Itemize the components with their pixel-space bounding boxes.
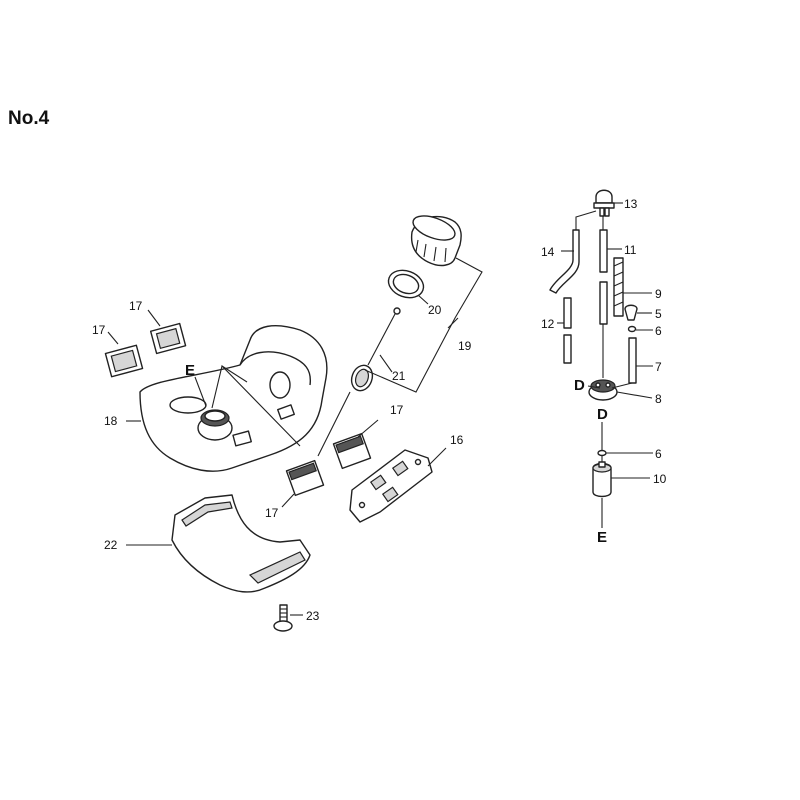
- callout-19: 19: [458, 339, 472, 353]
- cap-gasket: [387, 269, 425, 299]
- callout-17-left: 17: [92, 323, 106, 337]
- connector-letter-d-lower: D: [597, 406, 608, 423]
- leader-lines: [107, 202, 653, 616]
- spiral-guard: [613, 257, 624, 317]
- callout-17-lower: 17: [265, 506, 279, 520]
- fuel-tank: [139, 324, 328, 472]
- callout-16: 16: [450, 433, 464, 447]
- callout-6-upper: 6: [655, 324, 662, 338]
- callout-17-right: 17: [390, 403, 404, 417]
- rubber-pad-right: [332, 432, 372, 470]
- callout-6-lower: 6: [655, 447, 662, 461]
- callout-5: 5: [655, 307, 662, 321]
- check-valve: [624, 304, 638, 321]
- callout-9: 9: [655, 287, 662, 301]
- callout-17-upper: 17: [129, 299, 143, 313]
- callout-12: 12: [541, 317, 555, 331]
- callout-18: 18: [104, 414, 118, 428]
- fuel-hose-bent: [549, 229, 580, 294]
- rubber-pad-lower: [285, 459, 325, 497]
- rubber-pad-left: [104, 344, 144, 378]
- callout-21: 21: [392, 369, 406, 383]
- o-ring-lower: [597, 449, 607, 457]
- bolt: [273, 604, 293, 632]
- callout-10: 10: [653, 472, 667, 486]
- connector-letter-e-filter: E: [597, 529, 607, 546]
- o-ring-upper: [627, 325, 637, 333]
- fuel-hose-upper: [599, 229, 608, 273]
- cap-retainer: [350, 307, 401, 392]
- fuel-hose-left: [563, 297, 572, 364]
- fuel-filter: [592, 461, 612, 498]
- callout-8: 8: [655, 392, 662, 406]
- fuel-cap: [410, 215, 462, 267]
- callout-11: 11: [624, 243, 637, 257]
- connector-letter-d-upper: D: [574, 377, 585, 394]
- callout-7: 7: [655, 360, 662, 374]
- rubber-pad-upper: [149, 322, 187, 355]
- mounting-plate: [349, 449, 433, 523]
- return-pipe: [628, 337, 637, 384]
- connector-letter-e-tank: E: [185, 362, 195, 379]
- diagram-title: No.4: [8, 108, 50, 129]
- primer-bulb: [593, 189, 615, 217]
- callout-20: 20: [428, 303, 442, 317]
- tank-guard: [171, 494, 311, 593]
- callout-23: 23: [306, 609, 320, 623]
- callouts: 17 17 18 17 17 16 22 23 20 19 21 13 14 1…: [92, 197, 667, 623]
- grommet: [588, 379, 618, 401]
- fuel-hose-mid: [599, 281, 608, 325]
- callout-22: 22: [104, 538, 118, 552]
- callout-13: 13: [624, 197, 638, 211]
- callout-14: 14: [541, 245, 555, 259]
